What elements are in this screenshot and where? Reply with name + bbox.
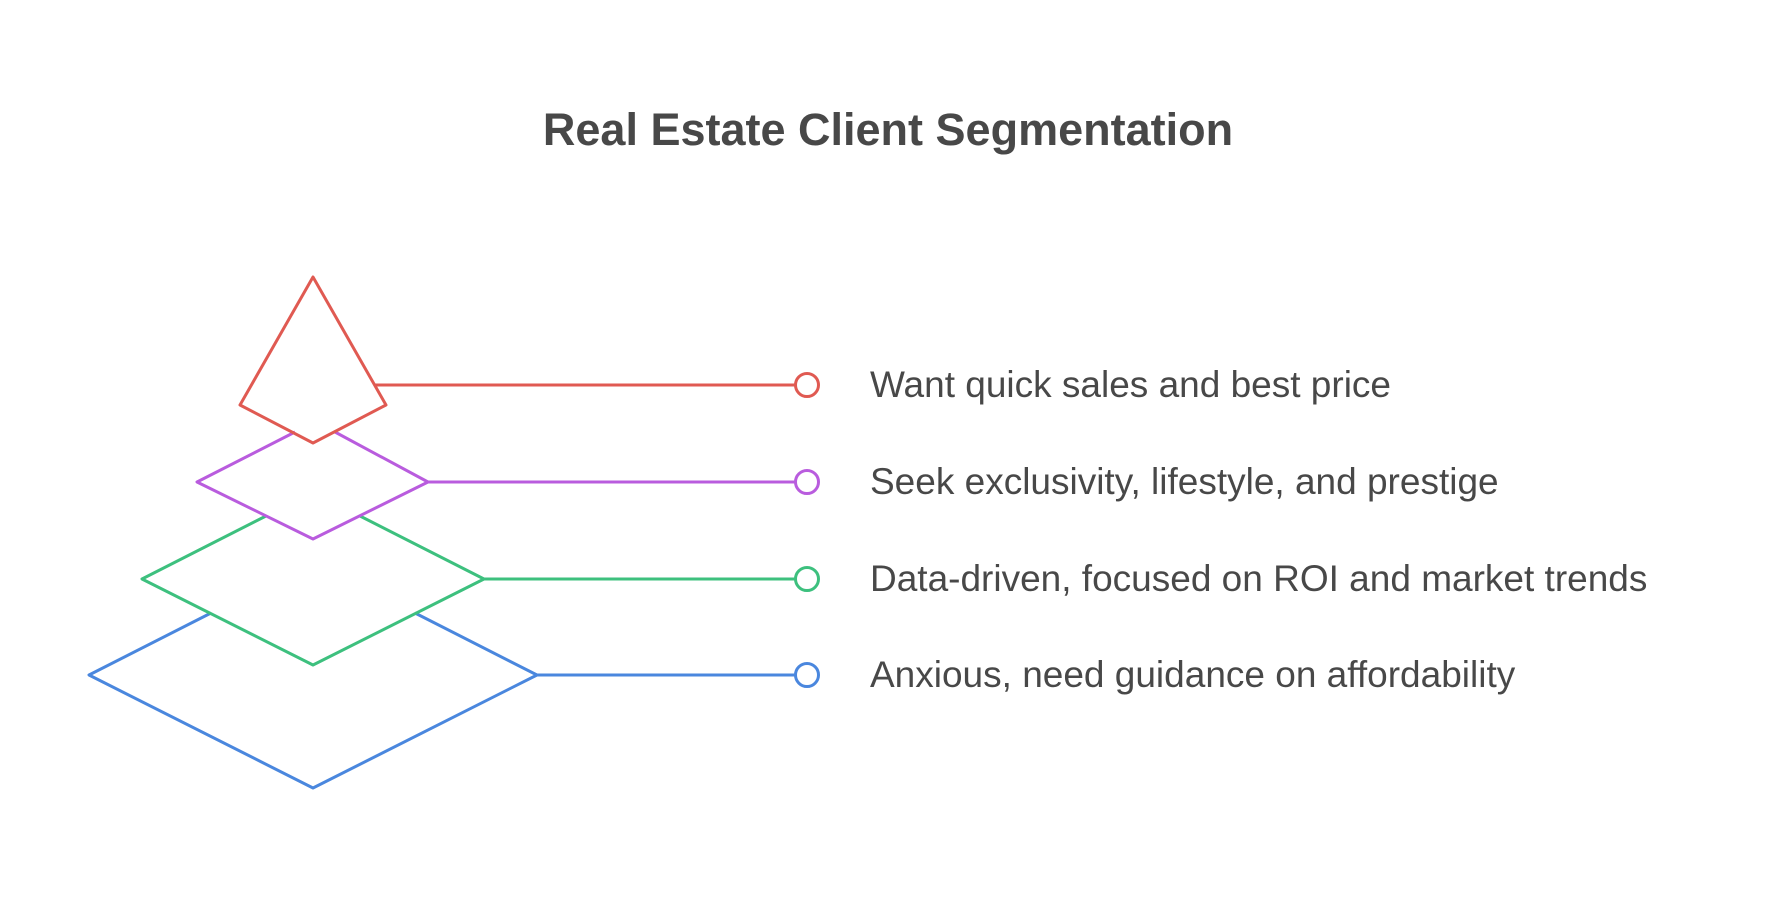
- layer-investors: [140, 514, 820, 667]
- layer-label-first-time: Anxious, need guidance on affordability: [870, 654, 1516, 695]
- green-connector-dot: [794, 566, 820, 592]
- layer-sellers: [238, 275, 820, 445]
- purple-connector-dot: [794, 469, 820, 495]
- red-triangle-shape: [238, 275, 388, 445]
- red-connector-dot: [794, 372, 820, 398]
- layer-label-investors: Data-driven, focused on ROI and market t…: [870, 558, 1648, 599]
- blue-connector-dot: [794, 662, 820, 688]
- layer-label-sellers: Want quick sales and best price: [870, 364, 1391, 405]
- layer-luxury-buyers: [195, 430, 820, 541]
- purple-diamond-shape: [195, 430, 430, 541]
- layer-first-time-buyers: [87, 611, 820, 790]
- green-diamond-shape: [140, 514, 486, 667]
- blue-diamond-shape: [87, 611, 539, 790]
- layer-label-luxury: Seek exclusivity, lifestyle, and prestig…: [870, 461, 1499, 502]
- diagram-title: Real Estate Client Segmentation: [542, 104, 1234, 155]
